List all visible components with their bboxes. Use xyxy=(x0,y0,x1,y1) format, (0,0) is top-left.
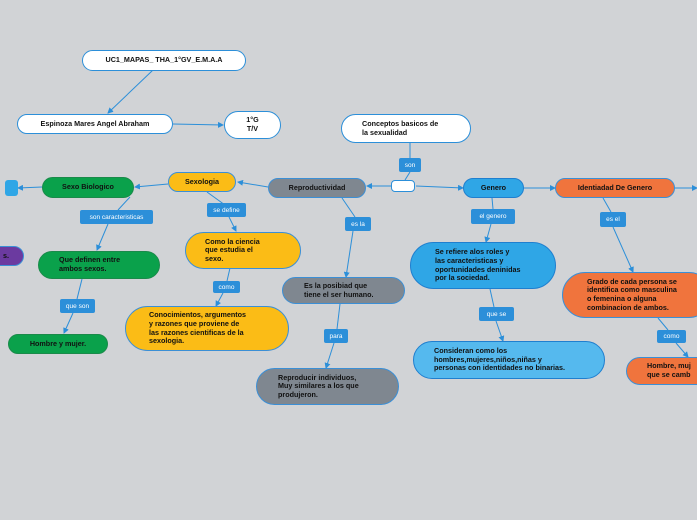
edge-genero-label xyxy=(491,197,494,210)
label-es-el-text: es el xyxy=(606,216,620,223)
node-se-refiere-text: Se refiere alos roles y las caracteristi… xyxy=(435,247,521,283)
node-concepts[interactable]: Conceptos basicos de la sexualidad xyxy=(341,114,471,143)
node-group-text: 1°G T/V xyxy=(246,115,259,133)
node-consideran[interactable]: Consideran como los hombres,mujeres,niño… xyxy=(413,341,605,379)
edge-author-group xyxy=(172,121,224,128)
node-hombre-mujer-text: Hombre y mujer. xyxy=(29,338,87,348)
label-son-caracteristicas-text: son caracteristicas xyxy=(89,213,144,221)
edge-repro-label xyxy=(341,197,356,218)
edge-title-author xyxy=(107,69,154,114)
node-hombre-mujer[interactable]: Hombre y mujer. xyxy=(8,334,108,354)
edge-label-posibilidad xyxy=(343,230,354,278)
label-son-text: son xyxy=(404,161,416,169)
label-son[interactable]: son xyxy=(399,158,421,172)
node-grado[interactable]: Grado de cada persona se identifica como… xyxy=(562,272,697,318)
label-que-son[interactable]: que son xyxy=(60,299,95,313)
node-grado-text: Grado de cada persona se identifica como… xyxy=(587,276,677,312)
node-purple-cut-text: s. xyxy=(3,250,9,260)
node-identidad-text: Identiadad De Genero xyxy=(577,182,653,192)
node-group[interactable]: 1°G T/V xyxy=(224,111,281,139)
label-el-genero-text: el genero xyxy=(479,213,507,220)
node-consideran-text: Consideran como los hombres,mujeres,niño… xyxy=(434,346,566,373)
label-que-se-text: que se xyxy=(486,310,507,318)
node-reproductividad-text: Reproductividad xyxy=(288,182,346,192)
node-que-definen[interactable]: Que definen entre ambos sexos. xyxy=(38,251,160,279)
label-se-define[interactable]: se define xyxy=(207,203,246,217)
node-sexo-biologico-text: Sexo Biologico xyxy=(62,182,114,192)
edge-label-conocimientos xyxy=(215,292,224,307)
label-son-caracteristicas[interactable]: son caracteristicas xyxy=(80,210,153,224)
edge-label-quedefinen xyxy=(96,223,109,251)
node-sexologia-text: Sexologia xyxy=(185,176,219,186)
edge-sexologia-sexobio xyxy=(134,183,169,190)
label-el-genero[interactable]: el genero xyxy=(471,209,515,224)
edge-grado-label xyxy=(657,317,669,331)
node-posibilidad[interactable]: Es la posibiad que tiene el ser humano. xyxy=(282,277,405,304)
node-se-refiere[interactable]: Se refiere alos roles y las caracteristi… xyxy=(410,242,556,289)
label-como-2-text: como xyxy=(663,333,680,340)
edge-posibilidad-label xyxy=(336,303,341,330)
node-como-ciencia-text: Como la ciencia que estudia el sexo. xyxy=(205,236,260,263)
edge-hub-genero xyxy=(415,184,464,191)
node-posibilidad-text: Es la posibiad que tiene el ser humano. xyxy=(304,280,374,299)
label-que-son-text: que son xyxy=(65,302,90,310)
node-author[interactable]: Espinoza Mares Angel Abraham xyxy=(17,114,173,134)
node-conocimientos[interactable]: Conocimientos, argumentos y razones que … xyxy=(125,306,289,351)
node-genero[interactable]: Genero xyxy=(463,178,524,198)
node-sexologia[interactable]: Sexologia xyxy=(168,172,236,192)
node-title-text: UC1_MAPAS_ THA_1°GV_E.M.A.A xyxy=(105,55,223,65)
node-purple-cut[interactable]: s. xyxy=(0,246,24,266)
label-es-la[interactable]: es la xyxy=(345,217,371,231)
node-concepts-text: Conceptos basicos de la sexualidad xyxy=(362,118,439,137)
node-hub[interactable] xyxy=(391,180,415,192)
node-genero-text: Genero xyxy=(480,182,507,192)
edge-quedefinen-label xyxy=(76,278,83,300)
label-como-1-text: como xyxy=(218,283,235,291)
label-se-define-text: se define xyxy=(213,206,240,214)
node-hombre-cut[interactable]: Hombre, muj que se camb xyxy=(626,357,697,385)
edge-label-comociencia xyxy=(228,216,237,232)
node-reproductividad[interactable]: Reproductividad xyxy=(268,178,366,198)
node-title[interactable]: UC1_MAPAS_ THA_1°GV_E.M.A.A xyxy=(82,50,246,71)
edge-label-serefiere xyxy=(484,223,492,243)
edge-sexobio-label xyxy=(117,196,131,211)
edge-repro-sexologia xyxy=(237,179,269,188)
node-author-text: Espinoza Mares Angel Abraham xyxy=(40,118,150,128)
node-que-definen-text: Que definen entre ambos sexos. xyxy=(59,255,121,273)
node-como-ciencia[interactable]: Como la ciencia que estudia el sexo. xyxy=(185,232,301,269)
edge-label-hombremujer xyxy=(63,312,74,334)
node-sexo-biologico[interactable]: Sexo Biologico xyxy=(42,177,134,198)
label-es-la-text: es la xyxy=(351,220,365,228)
label-como-1[interactable]: como xyxy=(213,281,240,293)
edge-comociencia-label xyxy=(226,267,231,282)
label-que-se[interactable]: que se xyxy=(479,307,514,321)
edge-sexologia-label xyxy=(206,191,226,206)
edge-label-consideran xyxy=(495,320,505,342)
edge-label-hombrecut xyxy=(675,342,689,358)
node-reproducir[interactable]: Reproducir individuos, Muy similares a l… xyxy=(256,368,399,405)
label-para[interactable]: para xyxy=(324,329,348,343)
edge-serefiere-label xyxy=(489,288,495,308)
edge-label-reproducir xyxy=(324,342,335,369)
edge-identidad-label xyxy=(602,197,612,213)
label-para-text: para xyxy=(329,332,343,340)
node-hombre-cut-text: Hombre, muj que se camb xyxy=(647,361,691,379)
label-es-el[interactable]: es el xyxy=(600,212,626,227)
node-reproducir-text: Reproducir individuos, Muy similares a l… xyxy=(278,372,359,399)
edge-label-grado xyxy=(612,226,634,273)
edge-sexobio-left xyxy=(17,184,43,191)
node-identidad[interactable]: Identiadad De Genero xyxy=(555,178,675,198)
label-como-2[interactable]: como xyxy=(657,330,686,343)
edge-son-hub xyxy=(404,171,411,181)
node-left-cut[interactable] xyxy=(5,180,18,196)
node-conocimientos-text: Conocimientos, argumentos y razones que … xyxy=(149,310,247,346)
